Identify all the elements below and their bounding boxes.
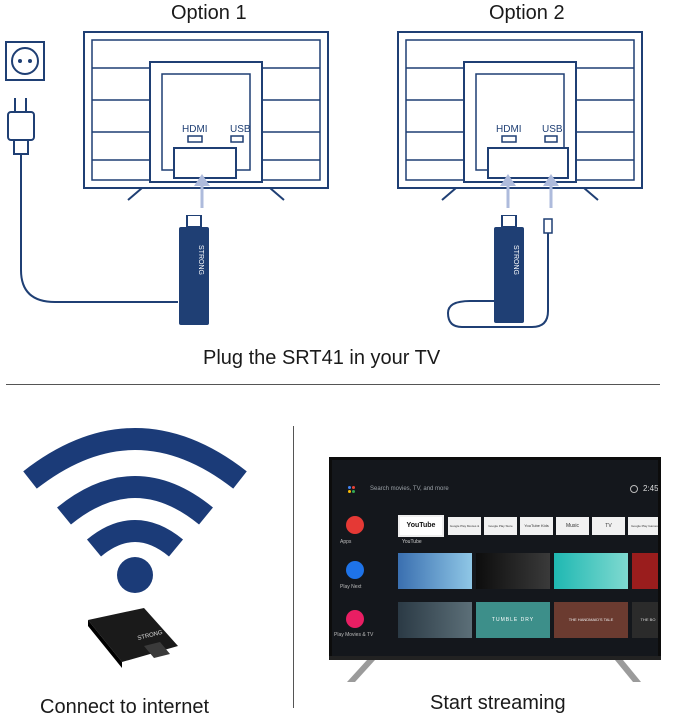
power-adapter-icon	[7, 98, 178, 303]
hdmi-label-2: HDMI	[496, 124, 522, 135]
settings-icon[interactable]	[630, 485, 638, 493]
play-next-row-label: Play Next	[340, 584, 362, 590]
app-tile-play-store[interactable]: Google Play Store	[484, 517, 517, 535]
stick-product-image: STRONG	[88, 608, 178, 668]
plug-caption: Plug the SRT41 in your TV	[203, 347, 441, 369]
app-tile-youtube-kids[interactable]: YouTube Kids	[520, 517, 553, 535]
play-next-tile-1[interactable]	[398, 553, 472, 589]
streaming-stick-option-1: STRONG	[179, 215, 209, 325]
youtube-tile-caption: YouTube	[402, 539, 422, 545]
option-2-label: Option 2	[489, 2, 565, 24]
apps-row-label: Apps	[340, 539, 352, 545]
tv-screen: Search movies, TV, and more 2:45 Apps Pl…	[329, 457, 661, 659]
hdmi-label: HDMI	[182, 124, 208, 135]
stick-brand-2: STRONG	[512, 245, 519, 275]
play-movies-row-icon[interactable]	[346, 610, 364, 628]
usb-label-2: USB	[542, 124, 563, 135]
wall-socket-icon	[5, 41, 45, 81]
tv-rear-option-2: HDMI USB	[397, 31, 643, 208]
streaming-caption: Start streaming	[430, 692, 566, 714]
play-next-tile-3[interactable]	[554, 553, 628, 589]
app-tile-play-games[interactable]: Google Play Games	[628, 517, 658, 535]
clock: 2:45	[643, 484, 659, 493]
tv-bezel-bottom	[329, 656, 661, 660]
streaming-stick-option-2: STRONG	[446, 215, 553, 328]
app-tile-play-movies[interactable]: Google Play Movies & TV	[448, 517, 481, 535]
movie-tile-4[interactable]: THE BO	[632, 602, 658, 638]
play-next-tile-2[interactable]	[476, 553, 550, 589]
play-next-row-icon[interactable]	[346, 561, 364, 579]
tv-rear-option-1: HDMI USB	[83, 31, 329, 208]
connect-caption: Connect to internet	[40, 696, 209, 718]
play-next-tile-4[interactable]	[632, 553, 658, 589]
apps-row-icon[interactable]	[346, 516, 364, 534]
horizontal-divider	[6, 384, 660, 385]
option-1-label: Option 1	[171, 2, 247, 24]
assistant-icon	[348, 486, 356, 494]
app-tile-youtube[interactable]: YouTube	[398, 515, 444, 537]
stick-brand-1: STRONG	[197, 245, 204, 275]
movie-tile-2[interactable]: TUMBLE DRY	[476, 602, 550, 638]
wifi-icon	[23, 428, 247, 593]
usb-label: USB	[230, 124, 251, 135]
movie-tile-1[interactable]	[398, 602, 472, 638]
app-tile-music[interactable]: Music	[556, 517, 589, 535]
play-movies-row-label: Play Movies & TV	[334, 632, 374, 638]
app-tile-tv[interactable]: TV	[592, 517, 625, 535]
tv-stand	[347, 660, 641, 682]
movie-tile-3[interactable]: THE HANDMAID'S TALE	[554, 602, 628, 638]
search-field[interactable]: Search movies, TV, and more	[370, 486, 449, 492]
vertical-divider	[293, 426, 294, 708]
